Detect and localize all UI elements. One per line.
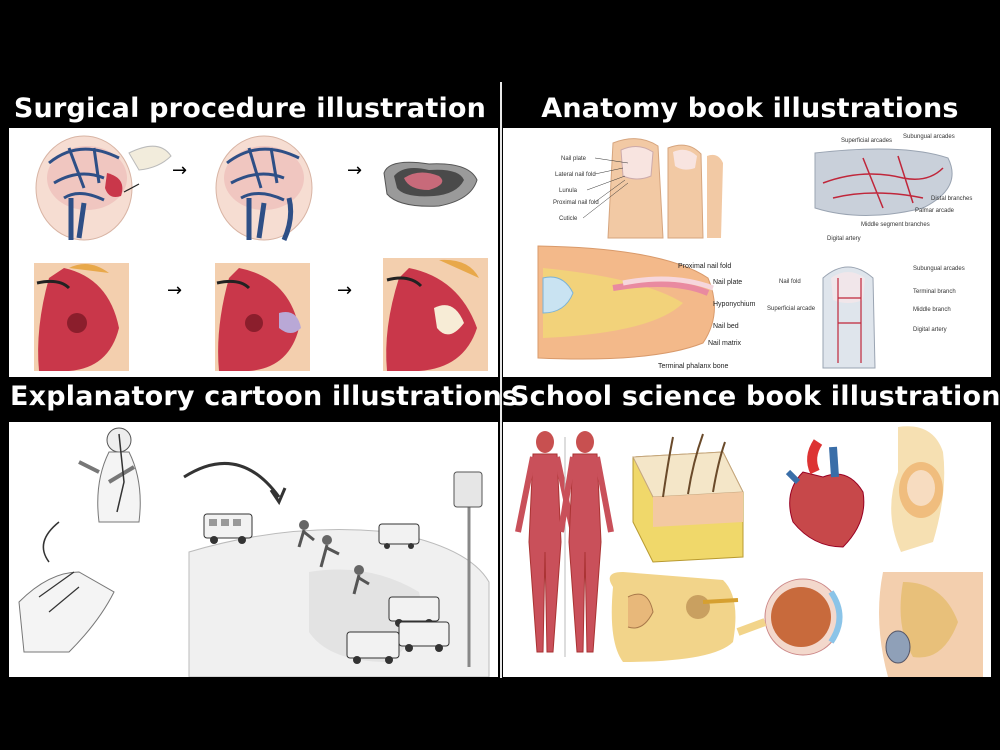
- finger-label: Nail bed: [713, 323, 739, 330]
- science-title: School science book illustrations: [510, 381, 1000, 412]
- finger2-label: Digital artery: [913, 327, 947, 333]
- bus-icon: [378, 523, 420, 549]
- finger2-label: Subungual arcades: [913, 266, 965, 272]
- eye-diagram: [736, 578, 843, 656]
- walking-people: [297, 520, 370, 595]
- finger2-label: Middle branch: [913, 307, 951, 313]
- heart-diagram: [785, 439, 865, 548]
- surgical-illustration: → → → →: [34, 135, 488, 371]
- arrow-icon: →: [347, 160, 362, 181]
- brain-surgery-step-1: [35, 135, 172, 241]
- reproductive-diagram: [879, 572, 983, 677]
- surgical-title: Surgical procedure illustration: [13, 93, 487, 124]
- fingertip-artery-diagram: Nail fold Subungual arcades Terminal bra…: [767, 266, 965, 369]
- toe-label: Nail plate: [561, 156, 587, 162]
- toe-label: Cuticle: [559, 216, 578, 222]
- toe-label: Lateral nail fold: [555, 172, 596, 178]
- muscle-figure: [515, 431, 614, 657]
- toe-nail-diagram: Nail plate Lateral nail fold Lunula Prox…: [553, 138, 723, 239]
- cartoon-title: Explanatory cartoon illustrations: [10, 381, 519, 412]
- arrow-icon: →: [172, 160, 187, 181]
- curved-arrow-icon: [183, 461, 281, 498]
- science-illustration: [515, 426, 983, 677]
- toe-label-list: Nail plate Lateral nail fold Lunula Prox…: [553, 156, 599, 222]
- arrow-icon: →: [337, 280, 352, 301]
- hand-figure: [18, 571, 115, 653]
- hand-label: Palmar arcade: [915, 208, 955, 214]
- hand-label: Superficial arcades: [841, 138, 892, 144]
- hand-label: Digital artery: [827, 236, 861, 242]
- skin-layers-diagram: [632, 433, 744, 563]
- toe-label: Proximal nail fold: [553, 200, 599, 206]
- toe-label: Lunula: [559, 188, 578, 194]
- surgical-tray: [383, 161, 478, 207]
- anatomy-illustration: Nail plate Lateral nail fold Lunula Prox…: [537, 134, 972, 370]
- finger2-label: Nail fold: [779, 279, 801, 285]
- curved-arrow-icon: [42, 521, 60, 563]
- hand-artery-diagram: Superficial arcades Subungual arcades Di…: [814, 134, 972, 242]
- finger-label: Hyponychium: [713, 301, 756, 308]
- science-panel: [503, 422, 991, 677]
- arrow-icon: →: [167, 280, 182, 301]
- surgical-panel: → → → →: [9, 128, 498, 377]
- nasal-surgery-step-2: [215, 263, 310, 371]
- cartoon-panel: [9, 422, 498, 677]
- cartoon-illustration: [18, 427, 490, 677]
- finger-label: Nail matrix: [708, 340, 742, 347]
- center-divider: [500, 82, 502, 678]
- anatomy-panel: Nail plate Lateral nail fold Lunula Prox…: [503, 128, 991, 377]
- nasal-surgery-step-1: [34, 263, 129, 371]
- brain-surgery-step-2: [215, 135, 313, 242]
- fetus-diagram: [891, 426, 945, 552]
- hand-label: Subungual arcades: [903, 134, 955, 140]
- nasal-surgery-step-3: [383, 258, 488, 371]
- bus-icon: [346, 631, 400, 664]
- hand-label: Middle segment branches: [861, 222, 930, 228]
- finger-cross-section: Proximal nail fold Nail plate Hyponychiu…: [537, 245, 756, 370]
- finger2-label: Superficial arcade: [767, 306, 816, 312]
- ear-diagram: [609, 572, 739, 662]
- anatomy-title: Anatomy book illustrations: [541, 93, 959, 124]
- hand-label: Distal branches: [931, 196, 972, 202]
- finger-label: Terminal phalanx bone: [658, 363, 729, 370]
- bus-icon: [398, 621, 450, 652]
- finger2-label: Terminal branch: [913, 289, 956, 295]
- finger-label: Proximal nail fold: [678, 263, 731, 270]
- finger-label: Nail plate: [713, 279, 742, 286]
- bus-icon: [203, 513, 253, 544]
- person-figure: [78, 427, 141, 523]
